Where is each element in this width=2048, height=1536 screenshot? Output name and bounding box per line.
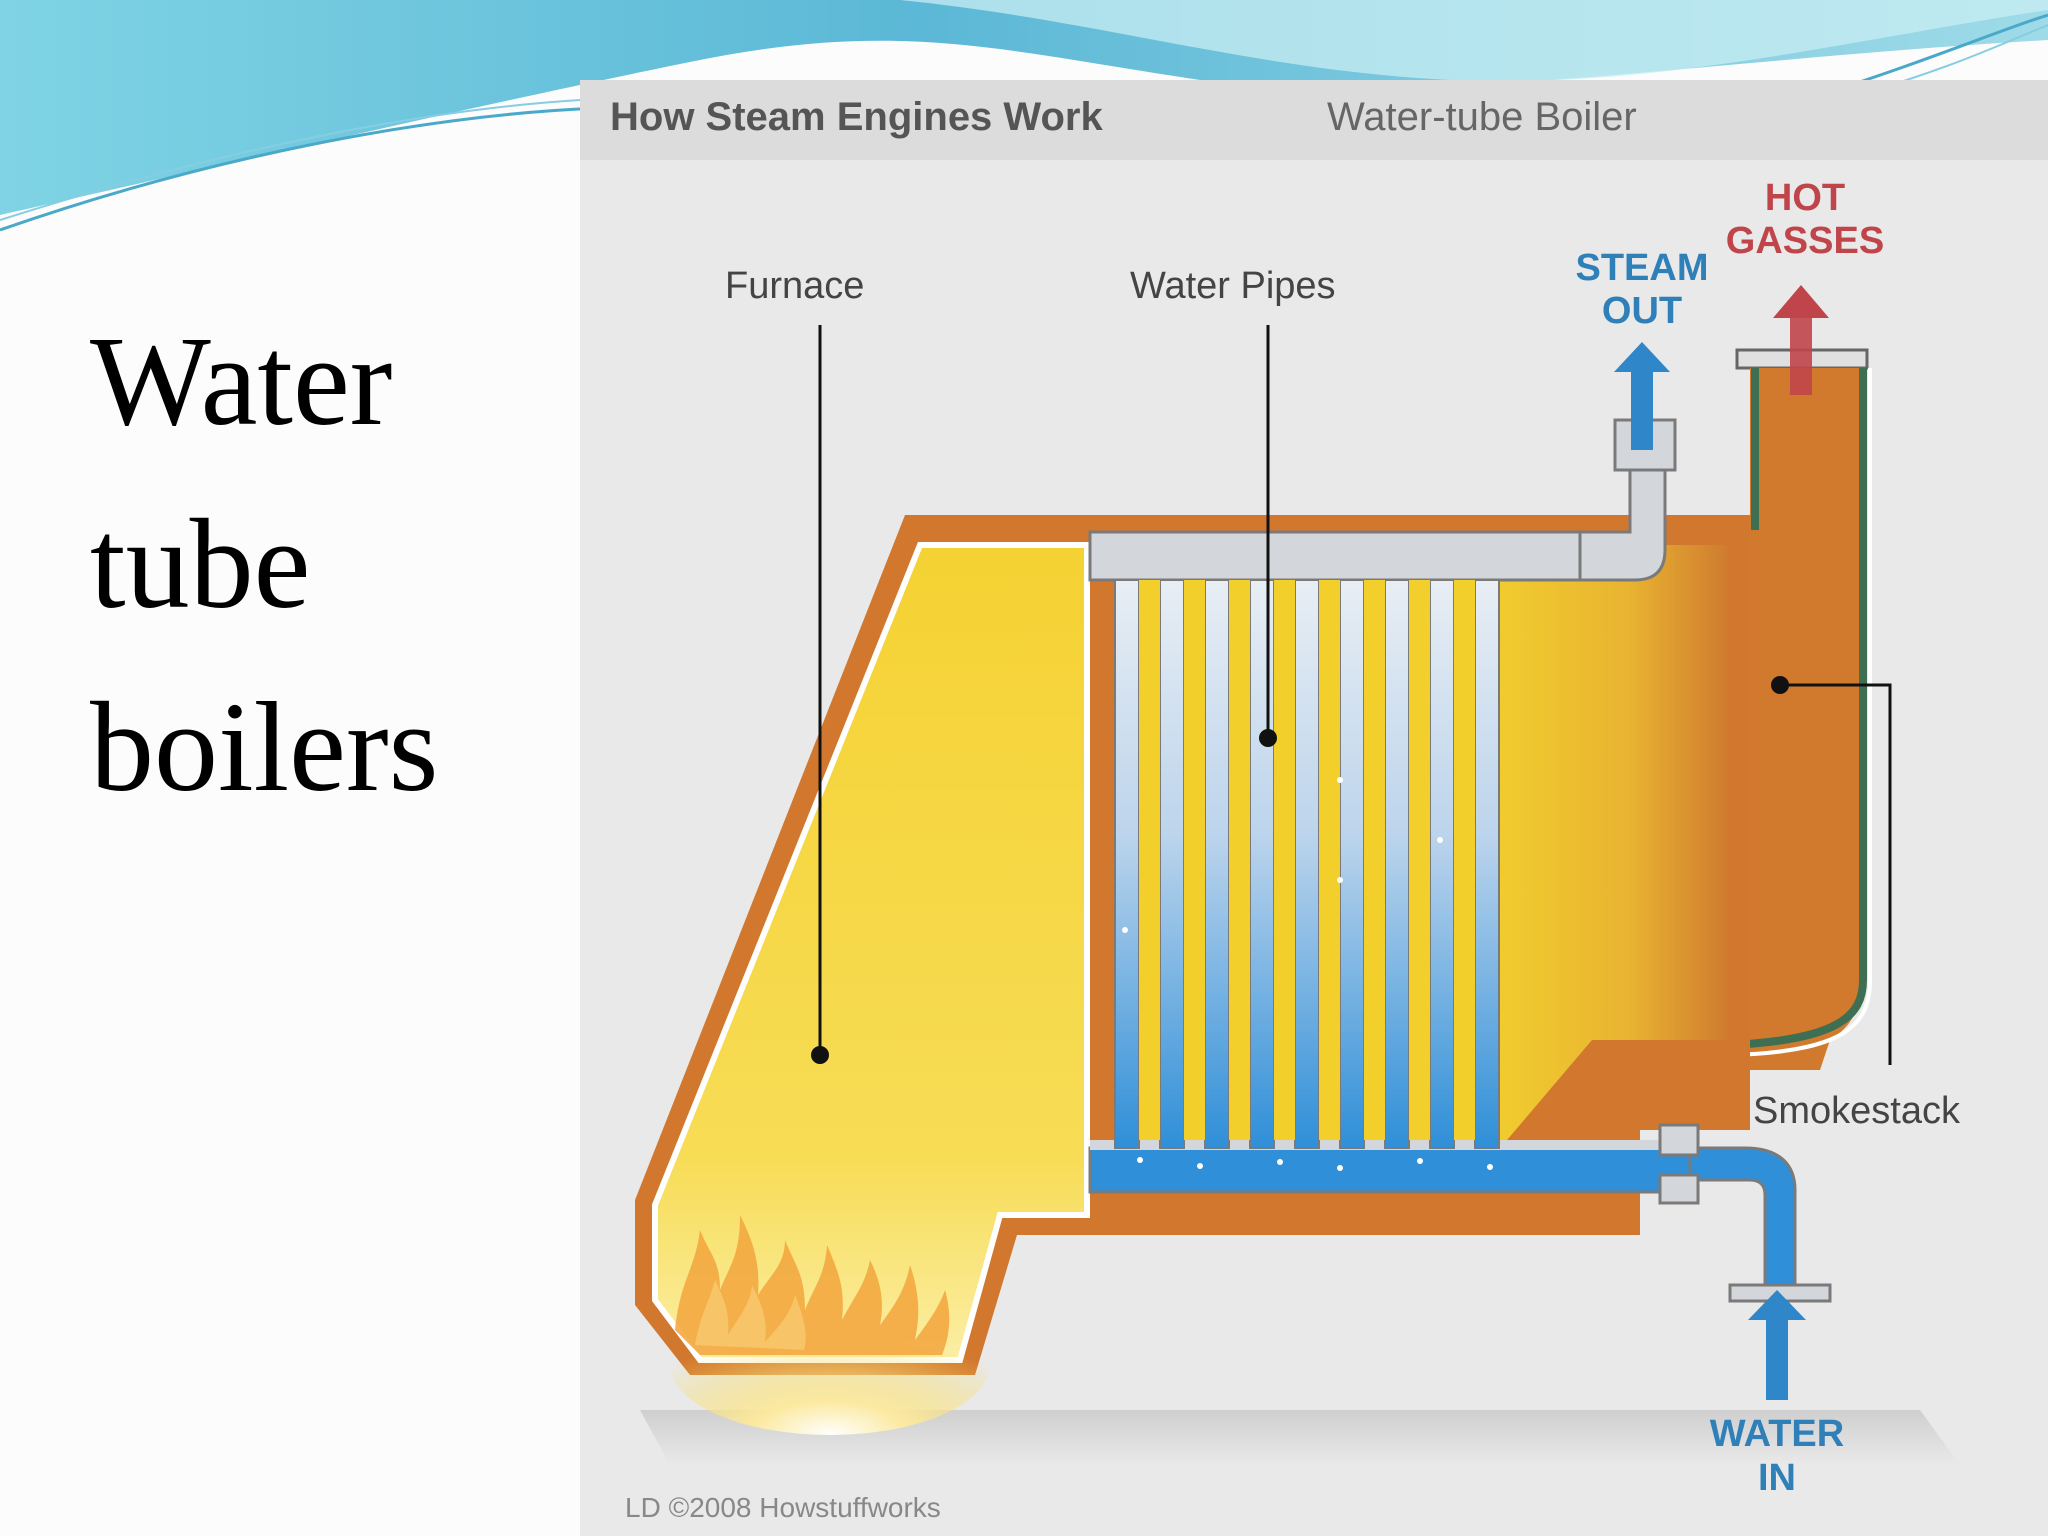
furnace-label: Furnace [725, 265, 864, 307]
header-swoosh-decoration [0, 0, 2048, 232]
boiler-diagram: How Steam Engines Work Water-tube Boiler [580, 80, 2048, 1536]
smokestack [1729, 348, 1872, 1070]
slide-title-line-2: tube [90, 493, 311, 635]
copyright-credit: LD ©2008 Howstuffworks [625, 1492, 941, 1523]
water-in-label-line-1: WATER [1710, 1413, 1844, 1455]
steam-out-label-line-1: STEAM [1576, 247, 1709, 289]
hot-gasses-arrow [1773, 285, 1829, 395]
boiler-diagram-svg: How Steam Engines Work Water-tube Boiler [580, 80, 2048, 1536]
hot-gasses-label-line-2: GASSES [1726, 220, 1884, 262]
smokestack-label: Smokestack [1753, 1090, 1961, 1132]
right-gas-chamber [1480, 545, 1728, 1160]
callout-lines [818, 325, 1892, 1065]
water-pipes-callout-dot [1259, 729, 1277, 747]
water-in-arrow [1748, 1290, 1806, 1400]
figure-header-subtitle: Water-tube Boiler [1327, 95, 1637, 139]
water-pipes-label: Water Pipes [1130, 265, 1336, 307]
steam-out-label-line-2: OUT [1602, 290, 1682, 332]
water-in-label-line-2: IN [1758, 1457, 1796, 1499]
slide-title-line-3: boilers [90, 676, 439, 818]
slide-title-line-1: Water [90, 310, 393, 452]
furnace-callout-dot [811, 1046, 829, 1064]
figure-header-bar [580, 80, 2048, 160]
water-tube-bank [1088, 530, 1697, 1194]
slide-title: Water tube boilers [90, 290, 570, 839]
water-in-pipe [1658, 1123, 1832, 1303]
hot-gasses-label-line-1: HOT [1765, 177, 1845, 219]
steam-out-arrow [1614, 342, 1670, 450]
figure-header-title: How Steam Engines Work [610, 95, 1103, 139]
fire-flames [670, 1215, 990, 1435]
smokestack-callout-dot [1771, 676, 1789, 694]
floor-shadow [640, 1410, 1960, 1465]
